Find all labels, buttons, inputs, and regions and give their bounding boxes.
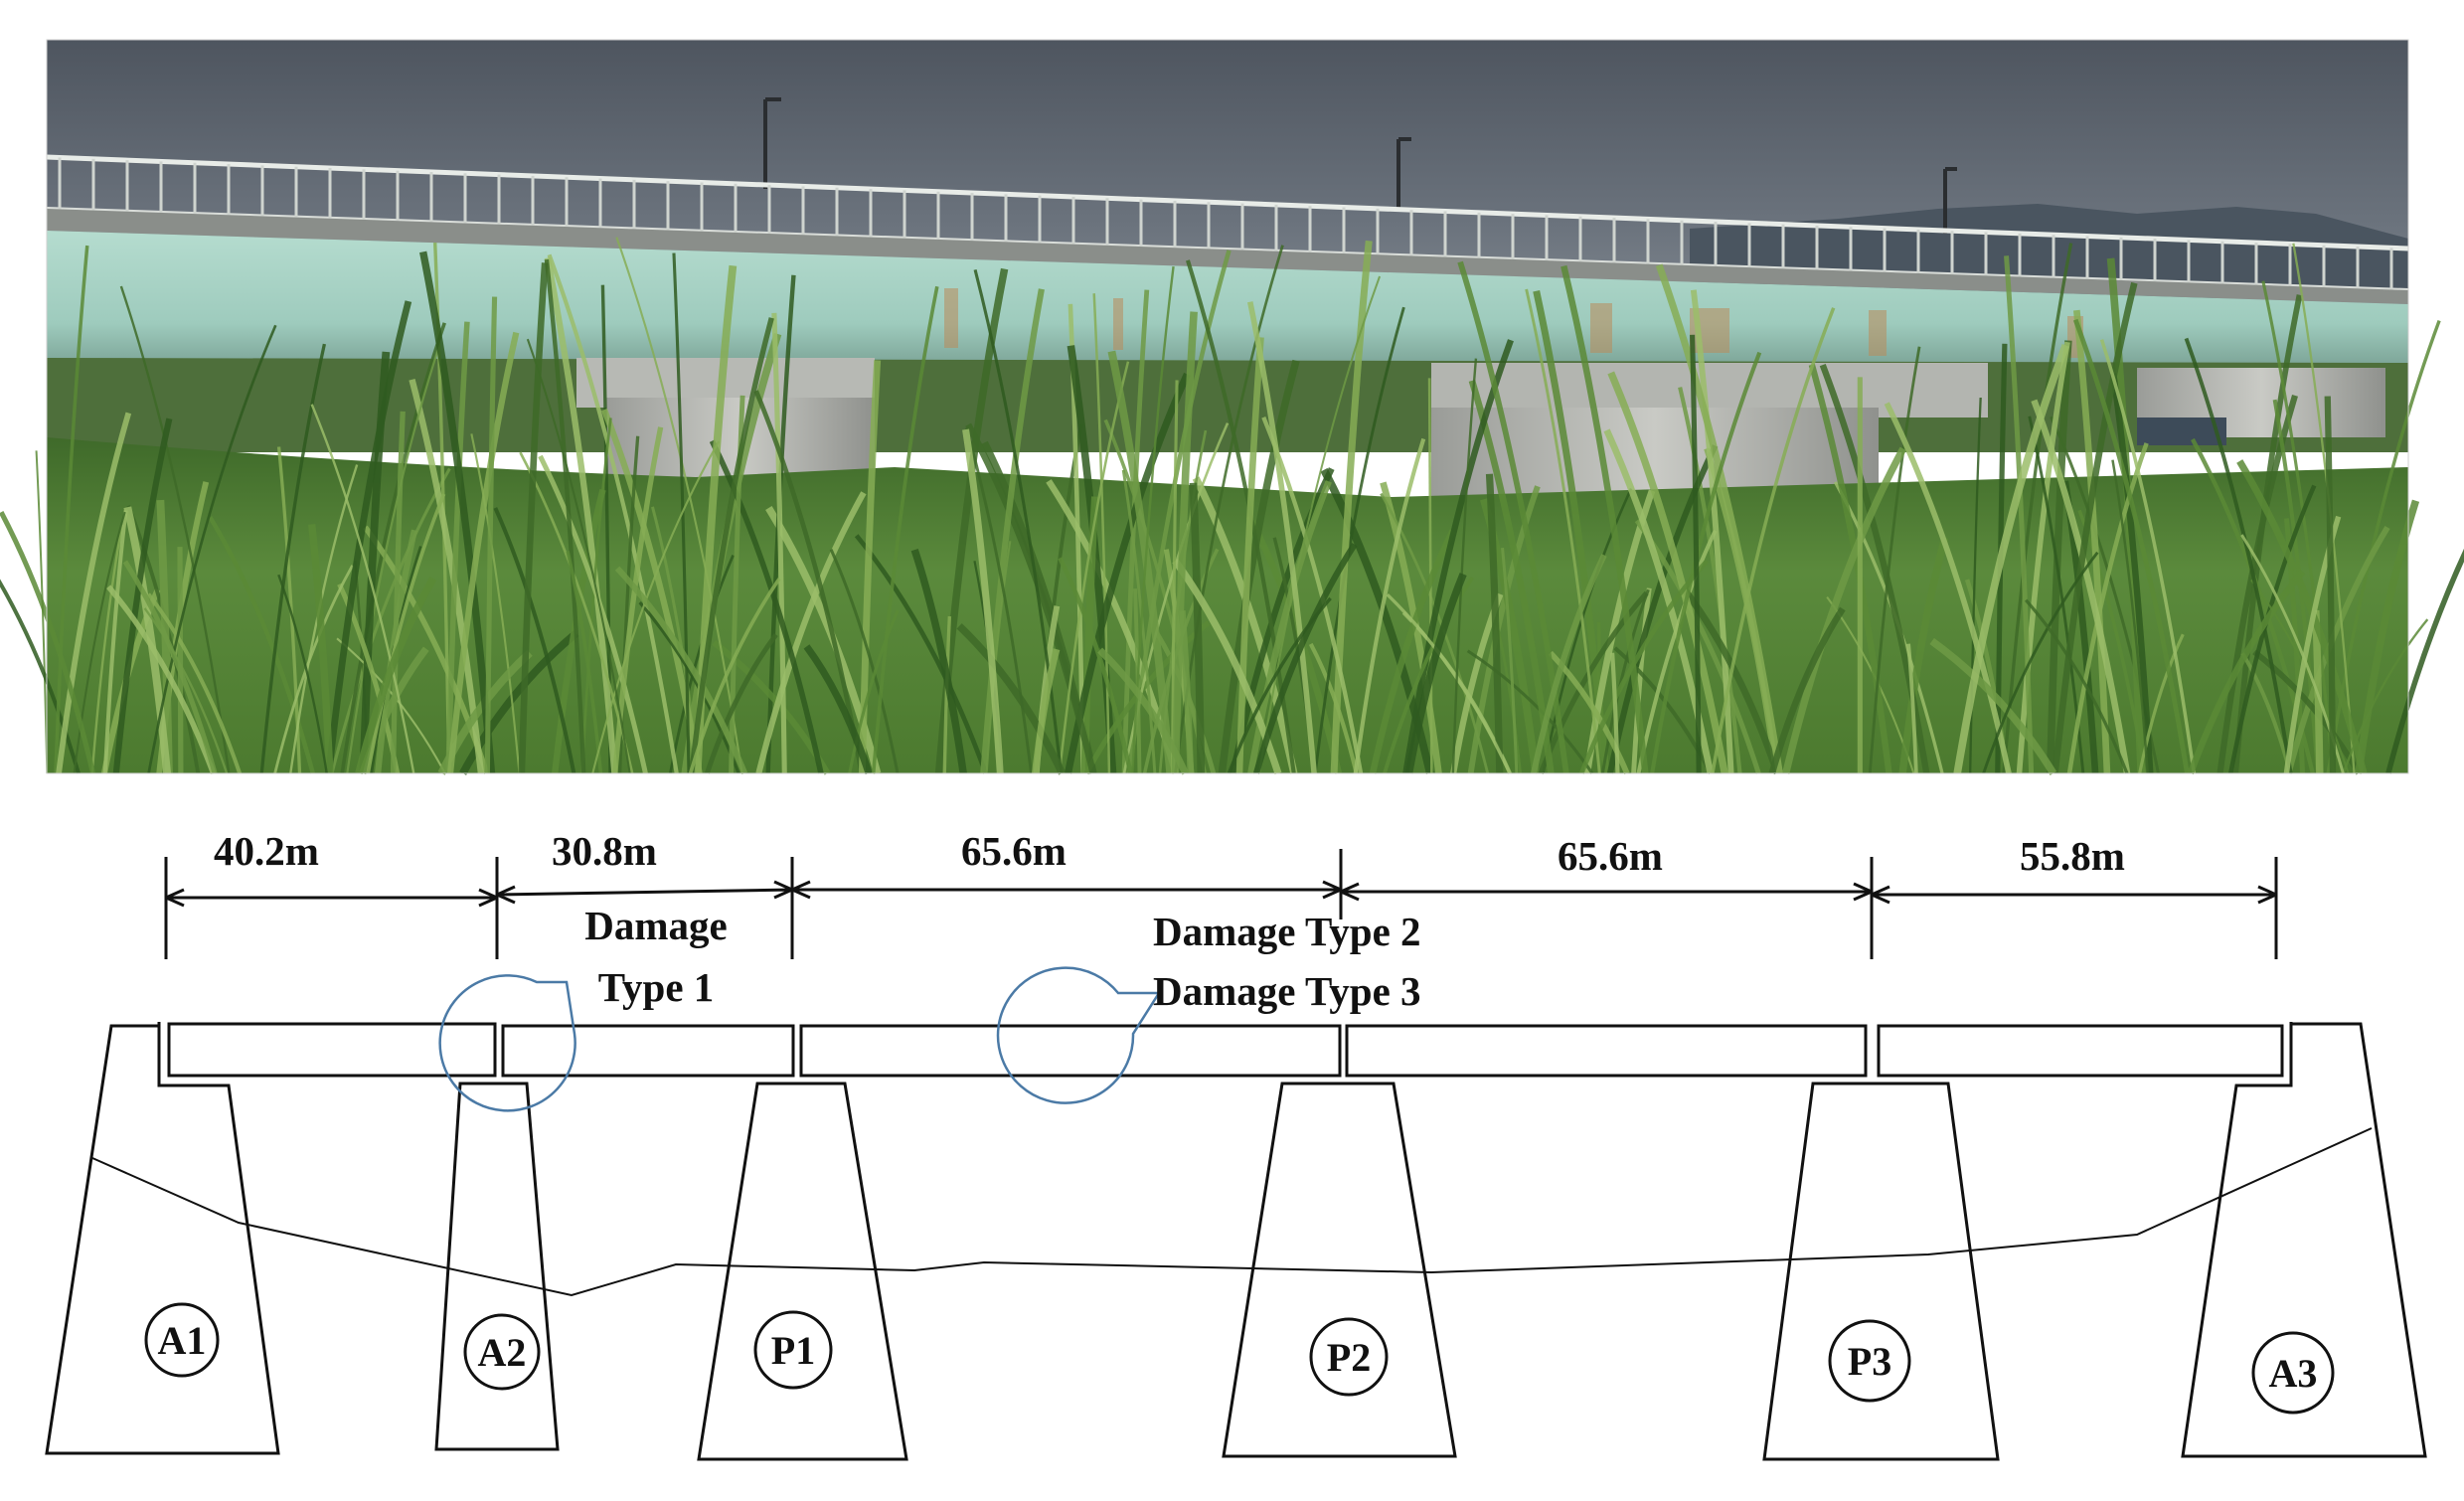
truck [2137,417,2226,445]
support-A1-circle [144,1302,220,1378]
street-lamps [763,97,1957,234]
support-A1-body [45,1024,280,1455]
dimension-line-span3 [791,880,1342,900]
dimension-line-span5 [1871,885,2277,905]
span-length-5: 55.8m [2020,833,2125,879]
support-P3-body [1762,1082,2000,1461]
damage-type3-label: Damage Type 3 [1153,968,1421,1014]
deck-segment-1 [167,1022,497,1078]
support-A3-body [2181,1022,2427,1458]
damage-type1-line2: Type 1 [598,964,715,1010]
support-P2-body [1222,1082,1457,1458]
support-P1-circle [753,1310,833,1390]
deck-segment-5 [1877,1024,2284,1078]
span-length-2: 30.8m [552,828,657,874]
support-A2-label: A2 [478,1330,527,1375]
ground-line [91,1127,2373,1297]
span-length-3: 65.6m [961,828,1067,874]
deck-segment-2 [501,1024,795,1078]
dimension-line-span1 [165,888,498,908]
damage-type23-callout [996,966,1162,1104]
damage-type1-callout [438,974,576,1112]
support-A3-circle [2251,1331,2335,1415]
grass-field [47,437,2408,773]
damage-type1-line1: Damage [584,903,727,948]
support-P3-label: P3 [1848,1339,1891,1384]
support-P2-label: P2 [1327,1335,1371,1380]
damage-type2-label: Damage Type 2 [1153,909,1421,954]
deck-segment-3 [799,1024,1342,1078]
grass-blades [0,237,2464,775]
span-length-4: 65.6m [1558,833,1663,879]
support-P1-label: P1 [771,1328,815,1373]
support-P1-body [697,1082,908,1461]
support-P2-circle [1309,1317,1389,1397]
dimension-line-span2 [496,880,793,905]
support-A2-body [434,1082,560,1451]
support-A1-label: A1 [158,1318,207,1363]
deck-segment-4 [1345,1024,1868,1078]
support-A3-label: A3 [2269,1351,2318,1396]
dimension-line-span4 [1340,882,1873,902]
span-length-1: 40.2m [214,828,319,874]
support-A2-circle [463,1313,541,1391]
support-P3-circle [1828,1319,1911,1403]
steel-girder [47,231,2408,363]
